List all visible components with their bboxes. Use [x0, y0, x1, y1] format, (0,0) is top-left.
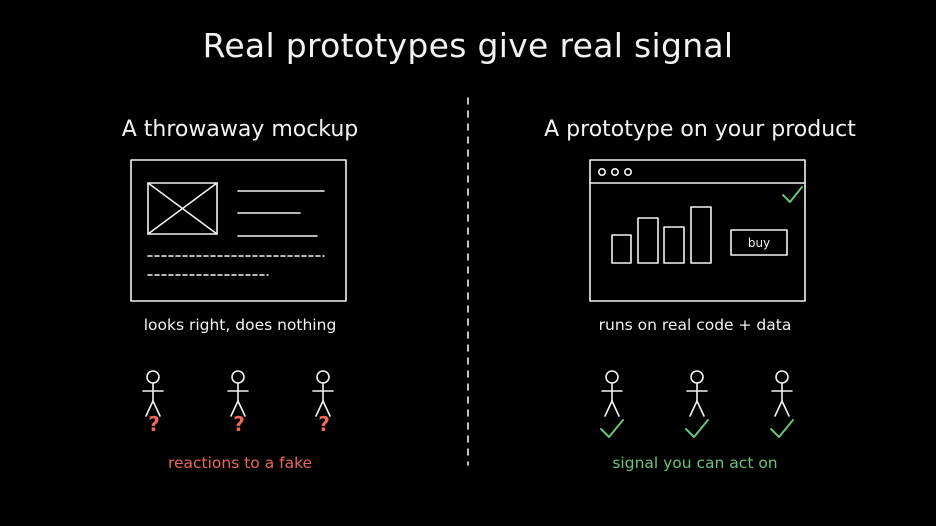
- window-dot-icon: [610, 168, 619, 177]
- person-icon: [142, 370, 164, 417]
- person-icon: [312, 370, 334, 417]
- left-caption: looks right, does nothing: [143, 316, 337, 334]
- person-icon: [771, 370, 793, 417]
- window-dot-icon: [597, 168, 606, 177]
- check-icon: [770, 419, 794, 438]
- right-outcome: signal you can act on: [612, 454, 778, 472]
- question-mark: ?: [233, 412, 245, 436]
- buy-button-label: buy: [748, 236, 770, 250]
- right-caption: runs on real code + data: [598, 316, 792, 334]
- left-heading: A throwaway mockup: [121, 117, 359, 142]
- bar-chart: [611, 206, 712, 264]
- prototype-window: [589, 159, 806, 302]
- check-icon: [600, 419, 624, 438]
- person-icon: [227, 370, 249, 417]
- person-icon: [601, 370, 623, 417]
- question-mark: ?: [318, 412, 330, 436]
- right-heading: A prototype on your product: [544, 117, 856, 142]
- mockup-wireframe: [130, 159, 347, 302]
- window-dot-icon: [623, 168, 632, 177]
- question-mark: ?: [148, 412, 160, 436]
- left-outcome: reactions to a fake: [167, 454, 313, 472]
- check-icon: [685, 419, 709, 438]
- page-title: Real prototypes give real signal: [202, 26, 734, 65]
- image-placeholder-icon: [147, 182, 218, 235]
- buy-button: [730, 229, 788, 256]
- check-icon: [782, 186, 803, 203]
- person-icon: [686, 370, 708, 417]
